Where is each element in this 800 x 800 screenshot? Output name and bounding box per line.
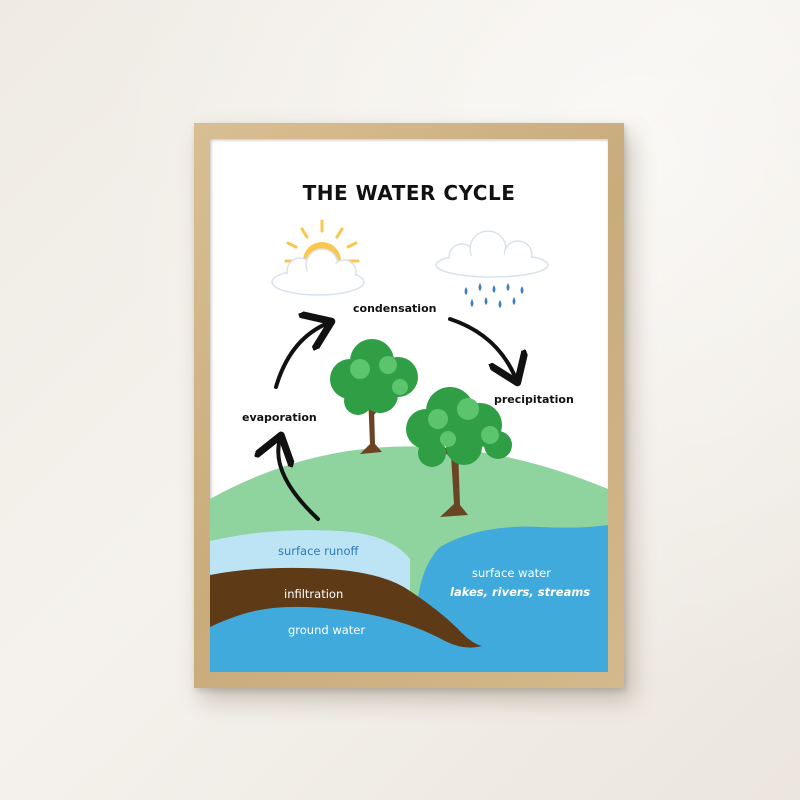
picture-frame: THE WATER CYCLE condensation precipitati… (194, 123, 624, 688)
surface-water-examples: lakes, rivers, streams (450, 585, 591, 599)
ground-water-area (210, 597, 470, 672)
rain-cloud-icon (435, 230, 549, 308)
rain-drops (464, 283, 524, 308)
poster-title: THE WATER CYCLE (302, 181, 516, 205)
cloud-icon (271, 248, 365, 296)
arrow-icon (448, 317, 516, 379)
water-cycle-diagram (210, 219, 608, 672)
surface-water-label: surface water (472, 566, 551, 580)
surface-runoff-label: surface runoff (278, 544, 359, 558)
evaporation-label: evaporation (242, 411, 317, 424)
precipitation-label: precipitation (494, 393, 574, 406)
tree-icon (406, 387, 512, 517)
tree-icon (330, 339, 418, 454)
arrow-icon (278, 439, 320, 521)
water-cycle-poster: THE WATER CYCLE condensation precipitati… (210, 139, 608, 672)
soil-layer (210, 567, 482, 648)
condensation-label: condensation (353, 302, 437, 315)
arrow-icon (274, 323, 328, 389)
infiltration-label: infiltration (284, 587, 344, 601)
ground-water-label: ground water (288, 623, 366, 637)
